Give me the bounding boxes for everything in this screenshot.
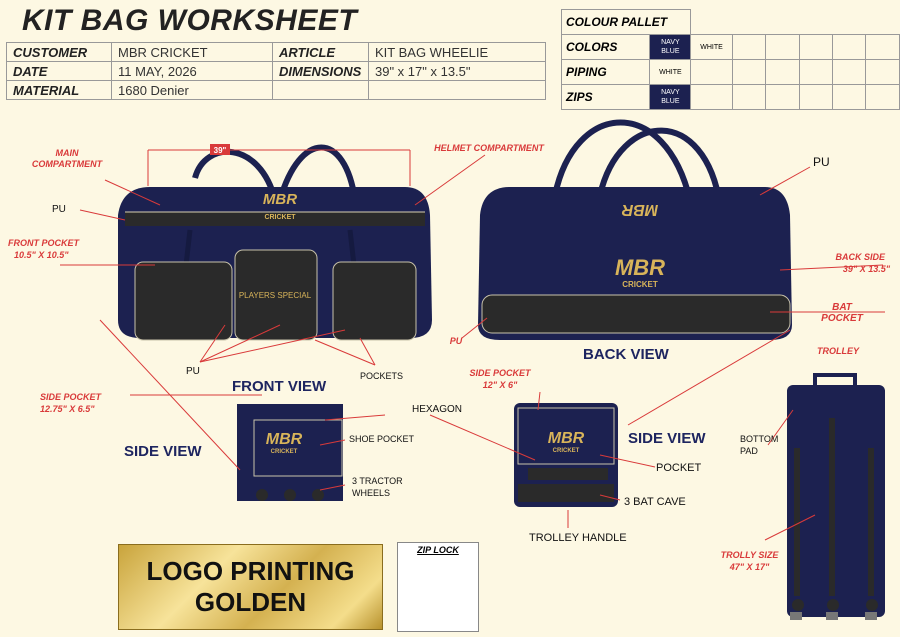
label-back-view: BACK VIEW (583, 346, 669, 363)
label-pu-back-bottom: PU (449, 336, 463, 346)
colour-palette: COLOUR PALLET COLORS NAVY BLUE WHITE PIP… (560, 9, 900, 110)
empty-cell (368, 80, 546, 100)
label-front-view: FRONT VIEW (232, 378, 327, 395)
label-helmet-compartment: HELMET COMPARTMENT (434, 143, 544, 153)
players-special-logo: PLAYERS SPECIAL (239, 291, 312, 300)
article-value: KIT BAG WHEELIE (368, 42, 546, 62)
label-trolley-handle: TROLLEY HANDLE (529, 532, 627, 544)
logo-printing-box: LOGO PRINTING GOLDEN (118, 544, 383, 630)
front-logo: MBR (263, 191, 297, 208)
label-shoe-pocket: SHOE POCKET (349, 434, 415, 444)
label-front-pocket: FRONT POCKET (8, 238, 79, 248)
worksheet-title: KIT BAG WORKSHEET (22, 4, 358, 37)
label-pu-2: PU (186, 366, 200, 377)
date-label: DATE (6, 61, 112, 81)
label-main-compartment: MAIN COMPARTMENT (31, 148, 103, 169)
side-left-logo: MBR (266, 431, 303, 448)
trolley-bag (787, 373, 885, 620)
back-bag: MBR CRICKET MBR (478, 119, 792, 340)
label-pu-back-top: PU (813, 155, 830, 169)
zip-lock-title: ZIP LOCK (417, 545, 459, 555)
colors-swatch-1: NAVY BLUE (649, 34, 692, 60)
logo-printing-line2: GOLDEN (194, 587, 307, 617)
side-left-logo-sub: CRICKET (271, 449, 298, 455)
zip-lock-box: ZIP LOCK (397, 542, 479, 632)
label-side-pocket-right-size: 12" X 6" (482, 380, 518, 390)
dim-39-label: 39" (214, 146, 227, 155)
material-value: 1680 Denier (111, 80, 273, 100)
back-logo: MBR (615, 255, 665, 280)
label-trolly-size-dims: 47" X 17" (729, 562, 770, 572)
back-logo-sub: CRICKET (622, 280, 658, 289)
label-hexagon: HEXAGON (412, 404, 463, 415)
logo-printing-line1: LOGO PRINTING (146, 556, 355, 586)
front-bag: MBR CRICKET PLAYERS SPECIAL (118, 144, 432, 341)
palette-title: COLOUR PALLET (560, 9, 692, 35)
label-back-side-size: 39" X 13.5" (842, 264, 890, 274)
dimensions-label: DIMENSIONS (272, 61, 369, 81)
label-bat-cave: 3 BAT CAVE (624, 496, 686, 508)
label-side-view-right: SIDE VIEW (628, 430, 706, 447)
front-logo-sub: CRICKET (264, 214, 296, 221)
label-side-pocket-left-size: 12.75" X 6.5" (40, 404, 95, 414)
label-tractor-wheels: 3 TRACTOR WHEELS (352, 476, 403, 498)
label-pockets: POCKETS (360, 371, 404, 381)
customer-label: CUSTOMER (6, 42, 112, 62)
label-bat-pocket: BAT POCKET (821, 302, 863, 324)
side-bag-left: MBR CRICKET (237, 404, 343, 501)
label-trolly-size: TROLLY SIZE (720, 550, 779, 560)
label-pu-1: PU (52, 204, 66, 215)
side-bag-right: MBR CRICKET (514, 403, 618, 507)
back-flap-logo: MBR (621, 201, 658, 218)
label-pocket: POCKET (656, 462, 702, 474)
side-right-logo-sub: CRICKET (553, 448, 580, 454)
label-side-pocket-right: SIDE POCKET (469, 368, 531, 378)
colors-label: COLORS (560, 34, 651, 60)
colors-swatch-2: WHITE (690, 34, 733, 60)
leader-lines (60, 154, 885, 541)
label-side-view-left: SIDE VIEW (124, 443, 202, 460)
label-side-pocket-left: SIDE POCKET (40, 392, 102, 402)
zips-label: ZIPS (560, 84, 651, 110)
label-trolley: TROLLEY (817, 346, 859, 356)
label-bottom-pad: BOTTOM PAD (740, 434, 779, 456)
label-back-side: BACK SIDE (835, 252, 885, 262)
info-table: CUSTOMER MBR CRICKET ARTICLE KIT BAG WHE… (6, 42, 546, 100)
label-front-pocket-size: 10.5" X 10.5" (14, 250, 69, 260)
dimension-line: 39" (147, 144, 411, 186)
side-right-logo: MBR (548, 430, 585, 447)
zips-swatch-1: NAVY BLUE (649, 84, 692, 110)
